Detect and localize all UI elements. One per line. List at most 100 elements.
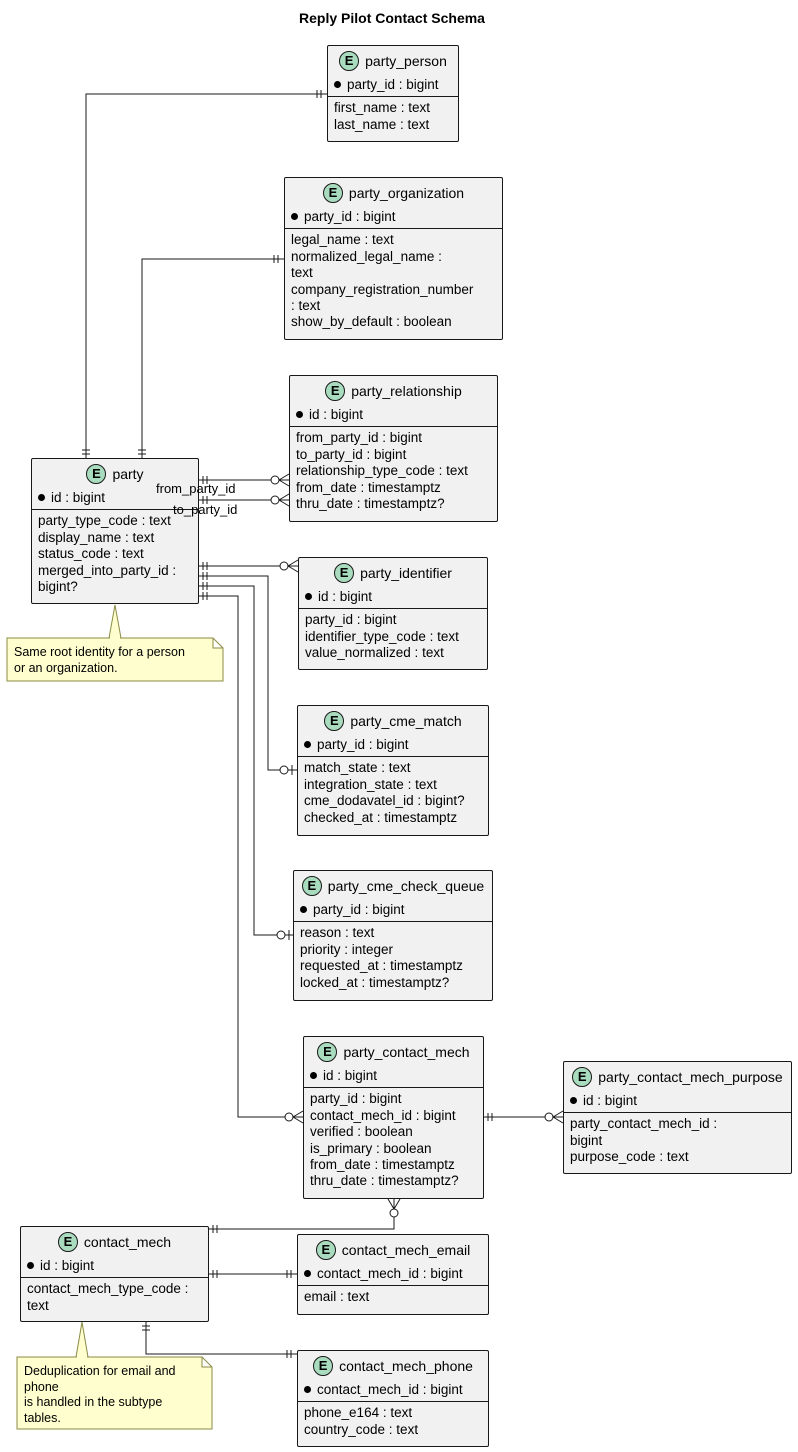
field: show_by_default : boolean (291, 314, 452, 330)
field: : text (291, 298, 321, 314)
key-bullet-icon (300, 906, 307, 913)
field-list: reason : text priority : integer request… (294, 922, 492, 993)
field-list: first_name : text last_name : text (328, 97, 458, 135)
entity-header: E party_cme_match (298, 706, 488, 736)
field: normalized_legal_name : (291, 248, 442, 264)
entity-icon: E (313, 1356, 334, 1376)
field-list: contact_mech_type_code : text (21, 1278, 208, 1316)
field-list: from_party_id : bigint to_party_id : big… (290, 427, 497, 514)
field: first_name : text (334, 100, 431, 116)
field: value_normalized : text (305, 645, 444, 661)
field: last_name : text (334, 116, 430, 132)
entity-party-organization: E party_organization party_id : bigint l… (284, 177, 503, 340)
entity-contact-mech-email: E contact_mech_email contact_mech_id : b… (297, 1234, 489, 1315)
entity-name: party_contact_mech (343, 1043, 470, 1060)
primary-key: id : bigint (32, 489, 198, 511)
primary-key: party_id : bigint (298, 736, 488, 758)
entity-party-person: E party_person party_id : bigint first_n… (327, 45, 459, 142)
field: party_id : bigint (305, 612, 397, 628)
note-line: phone (24, 1379, 59, 1394)
entity-name: party_person (365, 52, 447, 69)
entity-header: E party (32, 459, 198, 489)
note-line: is handled in the subtype (24, 1395, 163, 1409)
entity-icon: E (57, 1232, 78, 1252)
note-line: Same root identity for a person (14, 645, 185, 659)
field: reason : text (300, 925, 375, 941)
relationship-label-from-party-id: from_party_id (156, 481, 236, 496)
field: from_date : timestamptz (296, 479, 441, 495)
entity-party-cme-match: E party_cme_match party_id : bigint matc… (297, 705, 489, 836)
field: party_contact_mech_id : (570, 1116, 718, 1132)
note-line: tables. (24, 1410, 61, 1425)
entity-party: E party id : bigint party_type_code : te… (31, 458, 199, 604)
entity-icon: E (324, 711, 345, 731)
primary-key: id : bigint (290, 406, 497, 428)
field: checked_at : timestamptz (304, 809, 458, 825)
entity-header: E contact_mech_phone (298, 1351, 488, 1381)
field: party_id : bigint (310, 1091, 402, 1107)
field: from_date : timestamptz (310, 1157, 455, 1173)
entity-header: E contact_mech_email (298, 1235, 488, 1265)
field-list: party_id : bigint identifier_type_code :… (299, 609, 487, 663)
entity-party-relationship: E party_relationship id : bigint from_pa… (289, 375, 498, 522)
field: country_code : text (304, 1421, 419, 1437)
note-line: Deduplication for email and (24, 1364, 176, 1378)
rel-party-party-contact-mech (199, 595, 303, 1118)
entity-name: party (112, 465, 144, 482)
rel-contact-mech-phone (145, 1322, 297, 1355)
field-list: match_state : text integration_state : t… (298, 757, 488, 828)
field: match_state : text (304, 760, 411, 776)
entity-icon: E (317, 1042, 338, 1062)
entity-party-identifier: E party_identifier id : bigint party_id … (298, 557, 488, 670)
entity-header: E party_contact_mech (304, 1037, 483, 1067)
field: from_party_id : bigint (296, 430, 423, 446)
entity-name: party_relationship (351, 382, 462, 399)
entity-party-contact-mech-purpose: E party_contact_mech_purpose id : bigint… (563, 1061, 792, 1174)
party-note-border (6, 637, 224, 682)
entity-header: E contact_mech (21, 1227, 208, 1257)
key-bullet-icon (310, 1072, 317, 1079)
entity-name: party_organization (348, 184, 465, 201)
key-bullet-icon (38, 494, 45, 501)
contact-mech-note: Deduplication for email and phone is han… (18, 1358, 208, 1428)
field: verified : boolean (310, 1124, 413, 1140)
entity-header: E party_person (328, 46, 458, 76)
key-bullet-icon (304, 1386, 311, 1393)
key-bullet-icon (304, 741, 311, 748)
key-bullet-icon (570, 1097, 577, 1104)
party-note: Same root identity for a person or an or… (8, 639, 213, 681)
entity-header: E party_organization (285, 178, 502, 208)
primary-key: party_id : bigint (294, 901, 492, 923)
field: text (27, 1297, 49, 1313)
entity-header: E party_identifier (299, 558, 487, 588)
entity-party-cme-check-queue: E party_cme_check_queue party_id : bigin… (293, 870, 493, 1001)
field: cme_dodavatel_id : bigint? (304, 793, 465, 809)
entity-header: E party_cme_check_queue (294, 871, 492, 901)
entity-name: party_identifier (360, 564, 452, 581)
key-bullet-icon (296, 411, 303, 418)
rel-party-party-person (85, 93, 327, 458)
field: locked_at : timestamptz? (300, 974, 450, 990)
primary-key: contact_mech_id : bigint (298, 1381, 488, 1403)
field: company_registration_number (291, 281, 474, 297)
field-list: party_id : bigint contact_mech_id : bigi… (304, 1088, 483, 1191)
contact-mech-note-border (16, 1356, 213, 1430)
field: bigint (570, 1132, 603, 1148)
entity-icon: E (325, 381, 346, 401)
rel-contact-mech-party-contact-mech (209, 1199, 395, 1230)
relationship-label-to-party-id: to_party_id (173, 502, 238, 517)
field: requested_at : timestamptz (300, 958, 463, 974)
field: identifier_type_code : text (305, 628, 459, 644)
primary-key: party_id : bigint (285, 208, 502, 230)
field: to_party_id : bigint (296, 446, 407, 462)
field: purpose_code : text (570, 1149, 689, 1165)
field: thru_date : timestamptz? (296, 496, 445, 512)
rel-party-party-cme-check-queue (199, 585, 293, 936)
entity-icon: E (339, 51, 360, 71)
primary-key: id : bigint (299, 588, 487, 610)
field: thru_date : timestamptz? (310, 1173, 459, 1189)
entity-name: party_contact_mech_purpose (598, 1068, 783, 1085)
entity-icon: E (301, 876, 322, 896)
entity-name: party_cme_check_queue (327, 877, 485, 894)
field-list: email : text (298, 1286, 488, 1307)
